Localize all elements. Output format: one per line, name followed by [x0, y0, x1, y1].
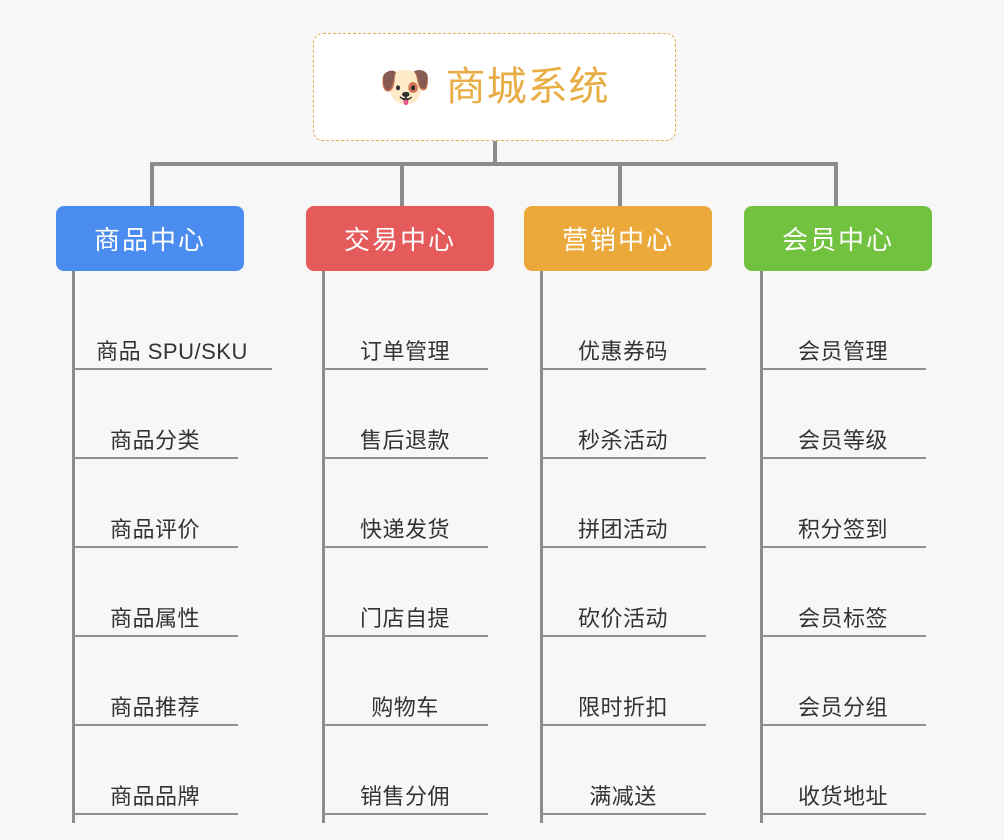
- root-node[interactable]: 🐶 商城系统: [313, 33, 676, 141]
- leaf-label: 会员标签: [797, 605, 888, 631]
- list-item[interactable]: 秒杀活动: [540, 370, 706, 459]
- list-item[interactable]: 商品分类: [72, 370, 238, 459]
- list-item[interactable]: 商品 SPU/SKU: [72, 281, 272, 370]
- connector-drop-3: [618, 162, 622, 206]
- list-item[interactable]: 会员标签: [760, 548, 926, 637]
- category-header-member[interactable]: 会员中心: [744, 206, 932, 271]
- leaf-label: 订单管理: [359, 338, 450, 364]
- leaf-label: 会员分组: [797, 694, 888, 720]
- leaf-label: 商品属性: [109, 605, 200, 631]
- list-item[interactable]: 优惠券码: [540, 281, 706, 370]
- leaf-label: 拼团活动: [577, 516, 668, 542]
- list-item[interactable]: 会员等级: [760, 370, 926, 459]
- connector-drop-1: [150, 162, 154, 206]
- list-item[interactable]: 售后退款: [322, 370, 488, 459]
- leaf-label: 优惠券码: [577, 338, 668, 364]
- category-column-member: 会员中心 会员管理 会员等级 积分签到 会员标签 会员分组 收货地址: [744, 206, 964, 823]
- category-header-marketing[interactable]: 营销中心: [524, 206, 712, 271]
- leaf-label: 商品推荐: [109, 694, 200, 720]
- list-item[interactable]: 购物车: [322, 637, 488, 726]
- list-item[interactable]: 收货地址: [760, 726, 926, 815]
- list-item[interactable]: 商品推荐: [72, 637, 238, 726]
- leaf-label: 限时折扣: [577, 694, 668, 720]
- leaf-label: 收货地址: [797, 783, 888, 809]
- connector-horizontal-bus: [150, 162, 838, 166]
- connector-drop-2: [400, 162, 404, 206]
- leaf-list-trade: 订单管理 售后退款 快递发货 门店自提 购物车 销售分佣: [306, 271, 526, 823]
- category-column-marketing: 营销中心 优惠券码 秒杀活动 拼团活动 砍价活动 限时折扣 满减送: [524, 206, 744, 823]
- list-item[interactable]: 快递发货: [322, 459, 488, 548]
- list-item[interactable]: 销售分佣: [322, 726, 488, 815]
- leaf-label: 购物车: [371, 694, 439, 720]
- list-item[interactable]: 会员管理: [760, 281, 926, 370]
- category-label: 会员中心: [781, 225, 894, 255]
- dog-face-icon: 🐶: [379, 63, 432, 110]
- leaf-label: 商品分类: [109, 427, 200, 453]
- leaf-label: 商品评价: [109, 516, 200, 542]
- list-item[interactable]: 砍价活动: [540, 548, 706, 637]
- leaf-list-product: 商品 SPU/SKU 商品分类 商品评价 商品属性 商品推荐 商品品牌: [56, 271, 276, 823]
- leaf-label: 门店自提: [359, 605, 450, 631]
- category-header-product[interactable]: 商品中心: [56, 206, 244, 271]
- category-label: 商品中心: [93, 225, 206, 255]
- leaf-label: 会员等级: [797, 427, 888, 453]
- list-item[interactable]: 拼团活动: [540, 459, 706, 548]
- category-column-trade: 交易中心 订单管理 售后退款 快递发货 门店自提 购物车 销售分佣: [306, 206, 526, 823]
- leaf-label: 秒杀活动: [577, 427, 668, 453]
- connector-drop-4: [834, 162, 838, 206]
- leaf-list-marketing: 优惠券码 秒杀活动 拼团活动 砍价活动 限时折扣 满减送: [524, 271, 744, 823]
- leaf-label: 会员管理: [797, 338, 888, 364]
- list-item[interactable]: 订单管理: [322, 281, 488, 370]
- leaf-label: 商品 SPU/SKU: [96, 338, 248, 364]
- list-item[interactable]: 商品属性: [72, 548, 238, 637]
- category-label: 交易中心: [343, 225, 456, 255]
- connector-root-stem: [493, 141, 497, 165]
- category-label: 营销中心: [561, 225, 674, 255]
- leaf-label: 售后退款: [359, 427, 450, 453]
- leaf-label: 快递发货: [359, 516, 450, 542]
- category-column-product: 商品中心 商品 SPU/SKU 商品分类 商品评价 商品属性 商品推荐 商品品牌: [56, 206, 276, 823]
- leaf-label: 销售分佣: [359, 783, 450, 809]
- leaf-label: 砍价活动: [577, 605, 668, 631]
- root-title: 商城系统: [445, 65, 610, 109]
- leaf-label: 商品品牌: [109, 783, 200, 809]
- list-item[interactable]: 满减送: [540, 726, 706, 815]
- list-item[interactable]: 门店自提: [322, 548, 488, 637]
- list-item[interactable]: 会员分组: [760, 637, 926, 726]
- list-item[interactable]: 积分签到: [760, 459, 926, 548]
- list-item[interactable]: 商品评价: [72, 459, 238, 548]
- leaf-list-member: 会员管理 会员等级 积分签到 会员标签 会员分组 收货地址: [744, 271, 964, 823]
- leaf-label: 积分签到: [797, 516, 888, 542]
- list-item[interactable]: 商品品牌: [72, 726, 238, 815]
- category-header-trade[interactable]: 交易中心: [306, 206, 494, 271]
- leaf-label: 满减送: [589, 783, 657, 809]
- list-item[interactable]: 限时折扣: [540, 637, 706, 726]
